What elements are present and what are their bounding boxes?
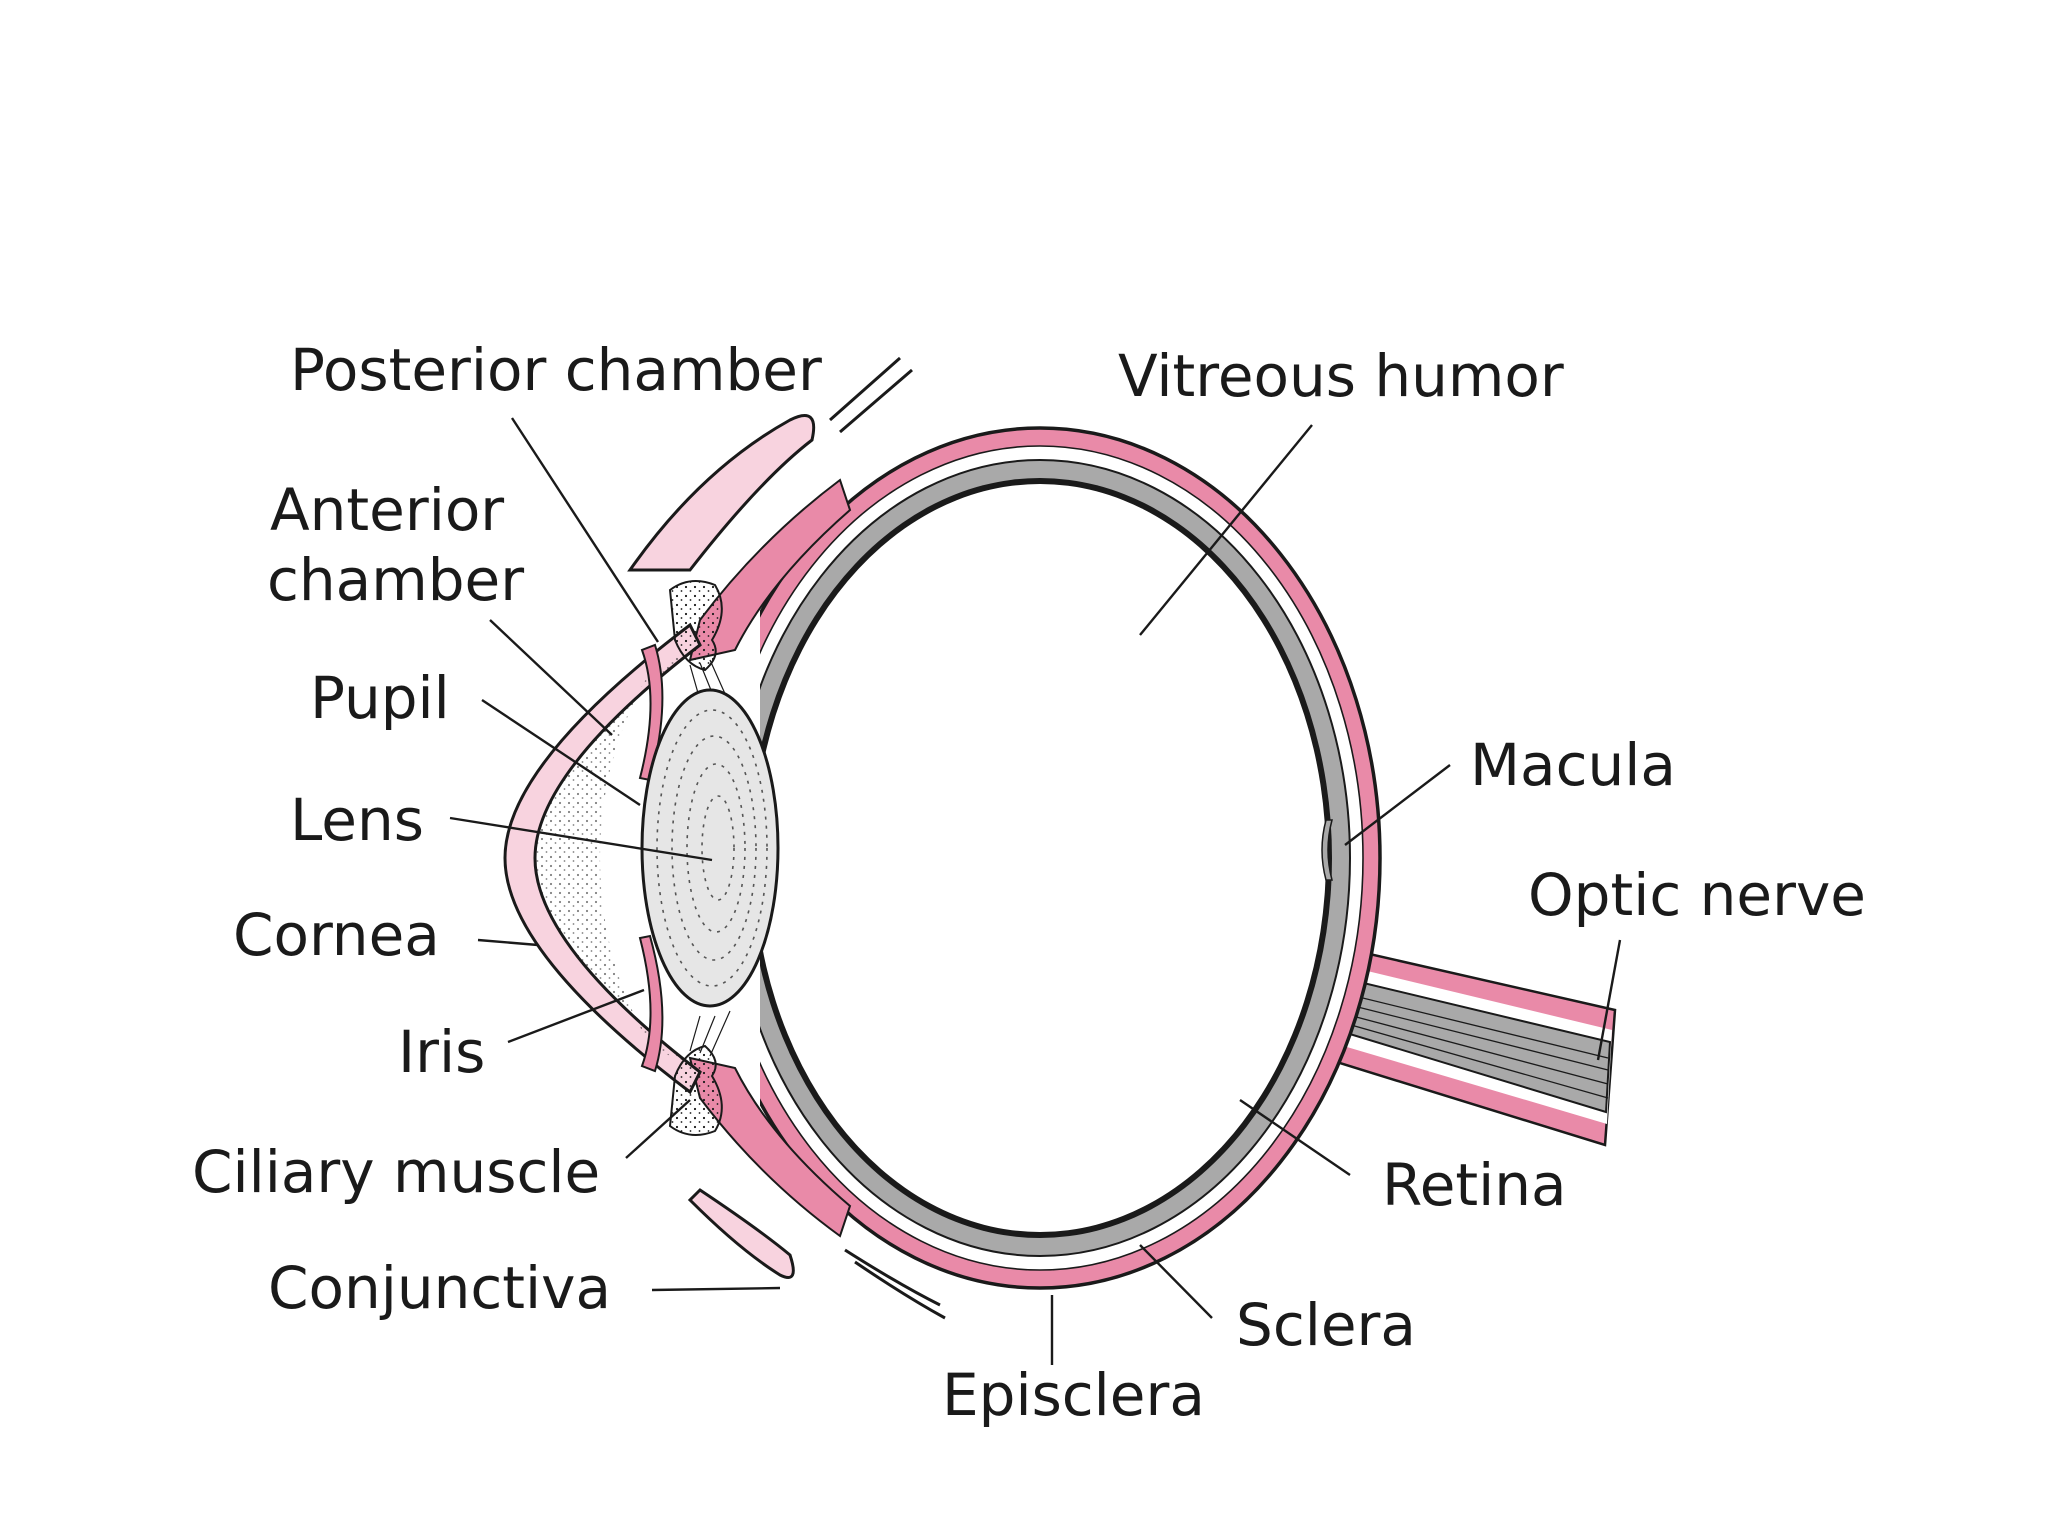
zonule-fibers bbox=[689, 659, 731, 1057]
iris-lower bbox=[638, 934, 664, 1073]
leader-ciliary-muscle bbox=[625, 1099, 691, 1159]
label-macula: Macula bbox=[1470, 731, 1676, 799]
leader-optic-nerve bbox=[1596, 939, 1622, 1061]
label-lens: Lens bbox=[290, 786, 424, 854]
leader-anterior-chamber bbox=[489, 619, 613, 736]
label-anterior-chamber-line2: chamber bbox=[267, 546, 524, 614]
leader-pupil bbox=[481, 699, 641, 806]
label-ciliary-muscle: Ciliary muscle bbox=[192, 1138, 600, 1206]
leader-conjunctiva bbox=[651, 1286, 781, 1292]
ciliary-body-upper bbox=[668, 580, 723, 672]
label-pupil: Pupil bbox=[310, 664, 450, 732]
conjunctiva-fold bbox=[687, 1188, 795, 1279]
label-conjunctiva: Conjunctiva bbox=[268, 1254, 611, 1322]
ciliary-body-lower bbox=[668, 1044, 723, 1136]
labels: Posterior chamber Anterior chamber Pupil… bbox=[192, 336, 1866, 1429]
leader-iris bbox=[507, 988, 645, 1044]
macula-bump bbox=[1321, 819, 1333, 881]
leader-macula bbox=[1344, 764, 1451, 846]
vitreous-humor-region bbox=[754, 484, 1326, 1232]
eyelids bbox=[627, 356, 946, 1320]
anterior-chamber-region bbox=[535, 645, 700, 1072]
label-vitreous-humor: Vitreous humor bbox=[1118, 342, 1564, 410]
label-posterior-chamber: Posterior chamber bbox=[290, 336, 822, 404]
label-anterior-chamber-line1: Anterior bbox=[270, 476, 504, 544]
leader-sclera bbox=[1139, 1244, 1213, 1319]
lens-striations bbox=[656, 709, 768, 987]
label-sclera: Sclera bbox=[1236, 1291, 1416, 1359]
leader-retina bbox=[1239, 1099, 1351, 1176]
leader-lines bbox=[449, 417, 1622, 1365]
label-optic-nerve: Optic nerve bbox=[1528, 861, 1866, 929]
label-retina: Retina bbox=[1382, 1151, 1567, 1219]
upper-eyelid bbox=[627, 414, 816, 572]
globe bbox=[698, 426, 1382, 1290]
leader-vitreous-humor bbox=[1139, 424, 1313, 636]
optic-nerve bbox=[1328, 943, 1617, 1147]
leader-posterior-chamber bbox=[510, 417, 660, 643]
lens-shape bbox=[640, 688, 780, 1008]
label-episclera: Episclera bbox=[942, 1361, 1205, 1429]
leader-cornea bbox=[477, 938, 539, 947]
label-iris: Iris bbox=[398, 1018, 485, 1086]
anterior-segment bbox=[503, 450, 852, 1270]
leader-lens bbox=[449, 816, 713, 862]
label-cornea: Cornea bbox=[233, 901, 440, 969]
